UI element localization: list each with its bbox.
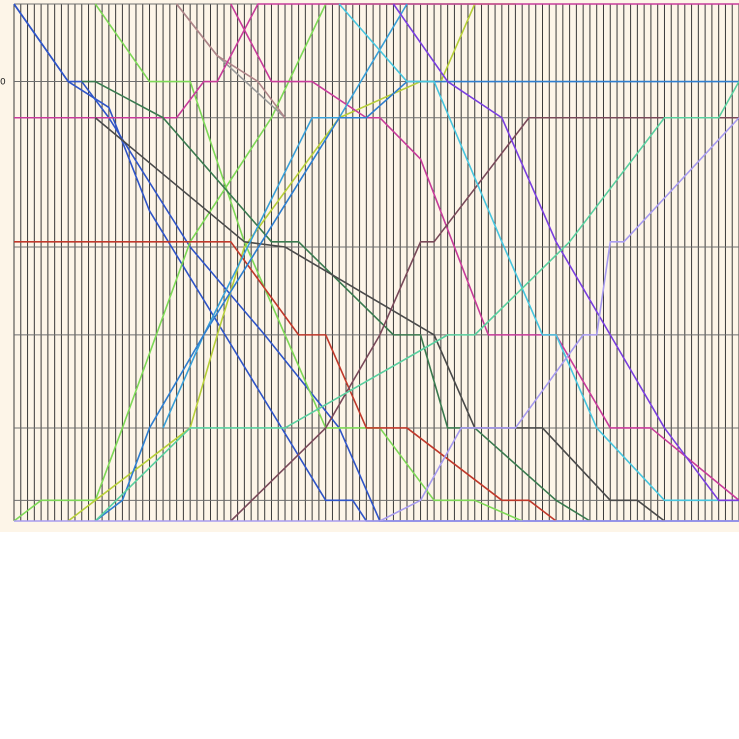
series-line-14: [94, 80, 739, 522]
series-line-10: [14, 241, 557, 522]
series-line-13: [162, 3, 408, 429]
series-line-15: [338, 3, 739, 502]
series-line-16: [392, 3, 739, 502]
series-line-12: [230, 116, 739, 522]
series-lines: [13, 3, 739, 522]
series-line-3: [67, 3, 516, 522]
series-line-9: [81, 80, 591, 522]
tick-labels: 0: [0, 78, 6, 88]
series-line-4: [94, 3, 523, 522]
series-line-8: [230, 3, 739, 501]
series-line-18: [379, 117, 739, 522]
series-line-2: [13, 3, 475, 522]
y-tick-label-0: 0: [0, 78, 6, 88]
chart-canvas: 0: [0, 0, 739, 532]
series-line-0: [13, 3, 739, 522]
series-line-1: [13, 3, 739, 522]
series-line-6: [175, 3, 286, 119]
series-line-7: [14, 3, 739, 119]
series-line-17: [94, 81, 739, 522]
line-chart: 0: [0, 3, 739, 522]
